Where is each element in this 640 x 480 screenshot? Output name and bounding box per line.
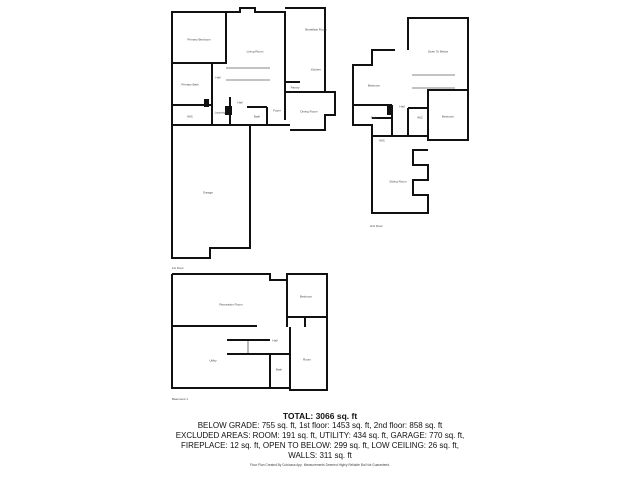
room-breakfast-room: Breakfast Room: [305, 27, 327, 32]
room-living-room: Living Room: [246, 49, 264, 54]
room-laundry: Laundry: [214, 110, 226, 115]
room-recreation-room: Recreation Room: [219, 302, 243, 307]
floor-label-2nd: 2nd Floor: [370, 224, 383, 228]
room-foyer: Foyer: [273, 108, 281, 113]
room-open-to-below: Open To Below: [427, 49, 449, 54]
room-hall: Hall: [399, 104, 405, 109]
room-room: Room: [302, 357, 312, 362]
room-hall: Hall: [237, 100, 243, 105]
total-area: TOTAL: 3066 sq. ft: [282, 411, 358, 421]
room-kitchen: Kitchen: [310, 67, 322, 72]
room-utility: Utility: [209, 358, 217, 363]
second-floor-walls: [352, 17, 469, 214]
summary-line-2: EXCLUDED AREAS: ROOM: 191 sq. ft, UTILIT…: [175, 431, 465, 440]
floor-label-basement: Basement 1: [172, 397, 189, 401]
room-bedroom: Bedroom: [367, 83, 381, 88]
disclaimer-footer: Floor Plan Created By Cubicasa App. Meas…: [250, 463, 390, 467]
room-pantry: Pantry: [290, 85, 300, 90]
room-bedroom: Bedroom: [299, 294, 313, 299]
room-sitting-room: Sitting Room: [389, 179, 407, 184]
floor-label-1st: 1st Floor: [172, 266, 184, 270]
room-primary-bedroom: Primary Bedroom: [187, 37, 211, 42]
room-hall: Hall: [215, 75, 221, 80]
room-bath: Bath: [275, 367, 283, 372]
room-bath: Bath: [253, 114, 261, 119]
summary-line-3: FIREPLACE: 12 sq. ft, OPEN TO BELOW: 299…: [181, 441, 459, 450]
room-wic: WIC: [187, 114, 193, 119]
room-hall: Hall: [272, 338, 278, 343]
summary-line-4: WALLS: 311 sq. ft: [288, 451, 352, 460]
room-wic: WIC: [417, 115, 423, 120]
room-garage: Garage: [202, 190, 214, 195]
basement-walls: [171, 273, 328, 391]
area-summary: TOTAL: 3066 sq. ft BELOW GRADE: 755 sq. …: [160, 411, 480, 461]
room-primary-bath: Primary Bath: [181, 82, 199, 87]
room-bedroom: Bedroom: [441, 114, 455, 119]
room-bath: Bath: [370, 115, 378, 120]
room-wic: WIC: [379, 138, 385, 143]
summary-line-1: BELOW GRADE: 755 sq. ft, 1st floor: 1453…: [197, 421, 443, 430]
room-dining-room: Dining Room: [300, 109, 318, 114]
first-floor-walls: [171, 7, 336, 259]
